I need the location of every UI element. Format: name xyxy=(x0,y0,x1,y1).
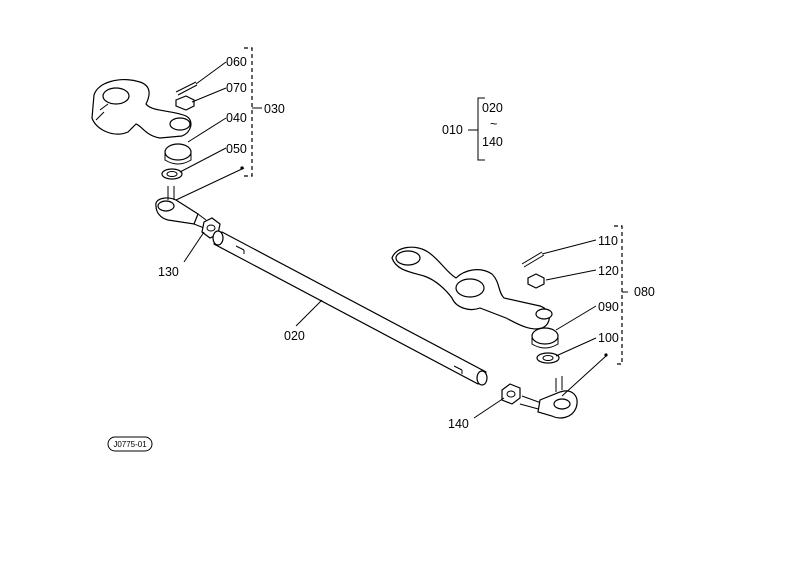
knuckle-arm-right xyxy=(391,246,553,330)
tie-rod-end-left xyxy=(155,186,207,229)
split-pin-060 xyxy=(175,81,198,96)
reference-badge: J0775-01 xyxy=(107,436,153,452)
label-100: 100 xyxy=(598,331,619,345)
leader-lines xyxy=(175,61,628,419)
label-140: 140 xyxy=(448,417,469,431)
label-140-range: 140 xyxy=(482,135,503,149)
label-050: 050 xyxy=(226,142,247,156)
label-080: 080 xyxy=(634,285,655,299)
marker-dot-right xyxy=(604,353,608,357)
label-020-range: 020 xyxy=(482,101,503,115)
label-130: 130 xyxy=(158,265,179,279)
bracket-010 xyxy=(477,97,485,161)
label-010: 010 xyxy=(442,123,463,137)
ring-100 xyxy=(536,352,560,364)
label-070: 070 xyxy=(226,81,247,95)
label-030: 030 xyxy=(264,102,285,116)
seal-040 xyxy=(164,143,192,165)
castle-nut-070 xyxy=(175,95,195,111)
label-090: 090 xyxy=(598,300,619,314)
bracket-080 xyxy=(614,225,623,365)
castle-nut-120 xyxy=(527,273,545,289)
split-pin-110 xyxy=(521,251,545,268)
range-symbol: ~ xyxy=(490,117,497,131)
seal-090 xyxy=(531,327,559,349)
label-120: 120 xyxy=(598,264,619,278)
bracket-030 xyxy=(244,47,253,177)
reference-code: J0775-01 xyxy=(113,440,147,449)
label-020: 020 xyxy=(284,329,305,343)
knuckle-arm-left xyxy=(91,79,192,139)
label-110: 110 xyxy=(598,234,618,248)
lock-nut-140 xyxy=(501,383,521,405)
tie-rod-020 xyxy=(212,230,488,386)
label-060: 060 xyxy=(226,55,247,69)
marker-dot-left xyxy=(240,166,244,170)
label-040: 040 xyxy=(226,111,247,125)
tie-rod-end-right xyxy=(519,376,578,419)
ring-050 xyxy=(161,168,183,180)
